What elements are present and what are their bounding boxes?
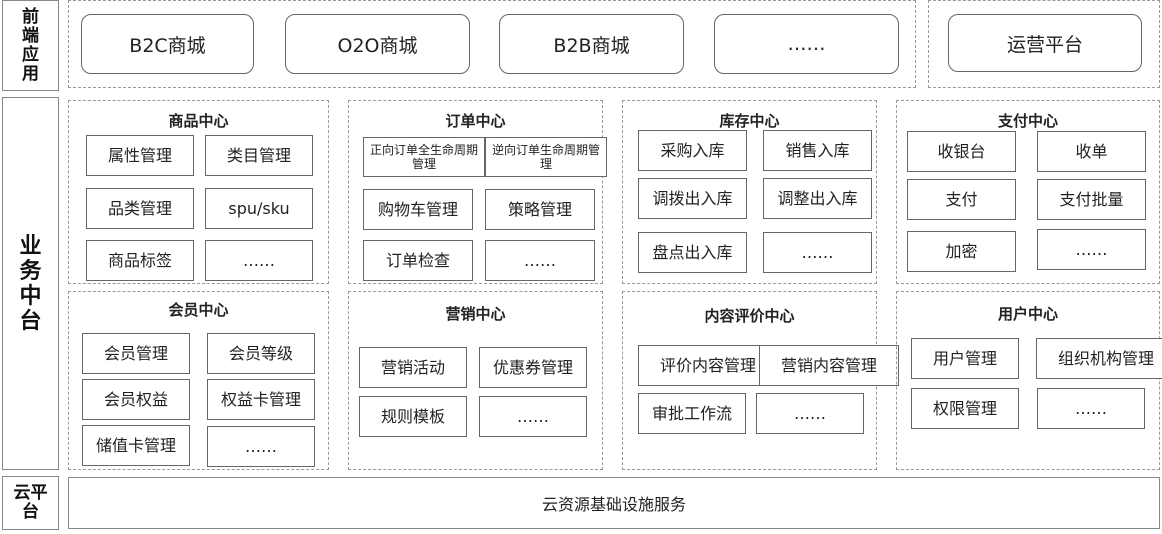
item-adjust-io[interactable]: 调整出入库	[763, 178, 872, 219]
item-member-benefits[interactable]: 会员权益	[82, 379, 190, 420]
item-spu-sku[interactable]: spu/sku	[205, 188, 313, 229]
item-coupon-mgmt[interactable]: 优惠券管理	[479, 347, 587, 388]
center-user: 用户中心 用户管理 组织机构管理 权限管理 ……	[896, 291, 1162, 470]
app-o2o-mall[interactable]: O2O商城	[285, 14, 470, 74]
center-marketing: 营销中心 营销活动 优惠券管理 规则模板 ……	[348, 291, 603, 470]
item-org-mgmt[interactable]: 组织机构管理	[1036, 338, 1162, 379]
item-benefit-card-mgmt[interactable]: 权益卡管理	[207, 379, 315, 420]
item-product-type-mgmt[interactable]: 品类管理	[86, 188, 194, 229]
row-label-middle: 业务中台	[2, 97, 59, 470]
item-order-check[interactable]: 订单检查	[363, 240, 473, 281]
item-more[interactable]: ……	[479, 396, 587, 437]
item-marketing-activity[interactable]: 营销活动	[359, 347, 467, 388]
row-label-cloud: 云平台	[2, 476, 59, 530]
item-member-level[interactable]: 会员等级	[207, 333, 315, 374]
app-b2c-mall[interactable]: B2C商城	[81, 14, 254, 74]
cloud-infrastructure-service: 云资源基础设施服务	[68, 477, 1160, 529]
row-label-front-text: 前端应用	[22, 6, 39, 84]
center-content-review: 内容评价中心 评价内容管理 营销内容管理 审批工作流 ……	[622, 291, 899, 470]
item-sales-inbound[interactable]: 销售入库	[763, 130, 872, 171]
item-approval-workflow[interactable]: 审批工作流	[638, 393, 746, 434]
center-payment: 支付中心 收银台 收单 支付 支付批量 加密 ……	[896, 100, 1160, 284]
row-label-front: 前端应用	[2, 0, 59, 91]
item-encryption[interactable]: 加密	[907, 231, 1016, 272]
center-title: 内容评价中心	[704, 307, 795, 325]
item-more[interactable]: ……	[1037, 388, 1145, 429]
item-acquiring[interactable]: 收单	[1037, 131, 1146, 172]
item-more[interactable]: ……	[756, 393, 864, 434]
app-operation-platform[interactable]: 运营平台	[948, 14, 1142, 72]
center-order: 订单中心 正向订单全生命周期管理 逆向订单生命周期管理 购物车管理 策略管理 订…	[348, 100, 607, 284]
item-member-mgmt[interactable]: 会员管理	[82, 333, 190, 374]
item-cashier[interactable]: 收银台	[907, 131, 1016, 172]
operation-platform-region	[928, 0, 1160, 88]
center-title: 营销中心	[445, 305, 506, 323]
center-inventory: 库存中心 采购入库 销售入库 调拨出入库 调整出入库 盘点出入库 ……	[622, 100, 877, 284]
item-marketing-content-mgmt[interactable]: 营销内容管理	[759, 345, 899, 386]
item-attribute-mgmt[interactable]: 属性管理	[86, 135, 194, 176]
row-label-middle-text: 业务中台	[19, 233, 42, 334]
item-purchase-inbound[interactable]: 采购入库	[638, 130, 747, 171]
center-product: 商品中心 属性管理 类目管理 品类管理 spu/sku 商品标签 ……	[68, 100, 329, 284]
center-title: 库存中心	[719, 112, 780, 130]
center-member: 会员中心 会员管理 会员等级 会员权益 权益卡管理 储值卡管理 ……	[68, 291, 329, 470]
item-more[interactable]: ……	[205, 240, 313, 281]
item-stocktake-io[interactable]: 盘点出入库	[638, 232, 747, 273]
item-product-tags[interactable]: 商品标签	[86, 240, 194, 281]
item-review-content-mgmt[interactable]: 评价内容管理	[638, 345, 778, 386]
item-payment[interactable]: 支付	[907, 179, 1016, 220]
item-forward-order-lifecycle[interactable]: 正向订单全生命周期管理	[363, 137, 485, 177]
item-batch-payment[interactable]: 支付批量	[1037, 179, 1146, 220]
item-strategy-mgmt[interactable]: 策略管理	[485, 189, 595, 230]
front-apps-region	[68, 0, 916, 88]
app-b2b-mall[interactable]: B2B商城	[499, 14, 684, 74]
center-title: 订单中心	[445, 112, 506, 130]
item-cart-mgmt[interactable]: 购物车管理	[363, 189, 473, 230]
row-label-cloud-text: 云平台	[13, 483, 48, 522]
item-stored-value-card-mgmt[interactable]: 储值卡管理	[82, 425, 190, 466]
item-permission-mgmt[interactable]: 权限管理	[911, 388, 1019, 429]
item-transfer-io[interactable]: 调拨出入库	[638, 178, 747, 219]
item-user-mgmt[interactable]: 用户管理	[911, 338, 1019, 379]
center-title: 商品中心	[168, 112, 229, 130]
center-title: 会员中心	[168, 301, 229, 319]
item-category-mgmt[interactable]: 类目管理	[205, 135, 313, 176]
item-more[interactable]: ……	[763, 232, 872, 273]
item-more[interactable]: ……	[485, 240, 595, 281]
item-reverse-order-lifecycle[interactable]: 逆向订单生命周期管理	[485, 137, 607, 177]
center-title: 用户中心	[997, 305, 1058, 323]
item-rule-template[interactable]: 规则模板	[359, 396, 467, 437]
app-more[interactable]: ……	[714, 14, 899, 74]
item-more[interactable]: ……	[207, 426, 315, 467]
center-title: 支付中心	[997, 112, 1058, 130]
item-more[interactable]: ……	[1037, 229, 1146, 270]
